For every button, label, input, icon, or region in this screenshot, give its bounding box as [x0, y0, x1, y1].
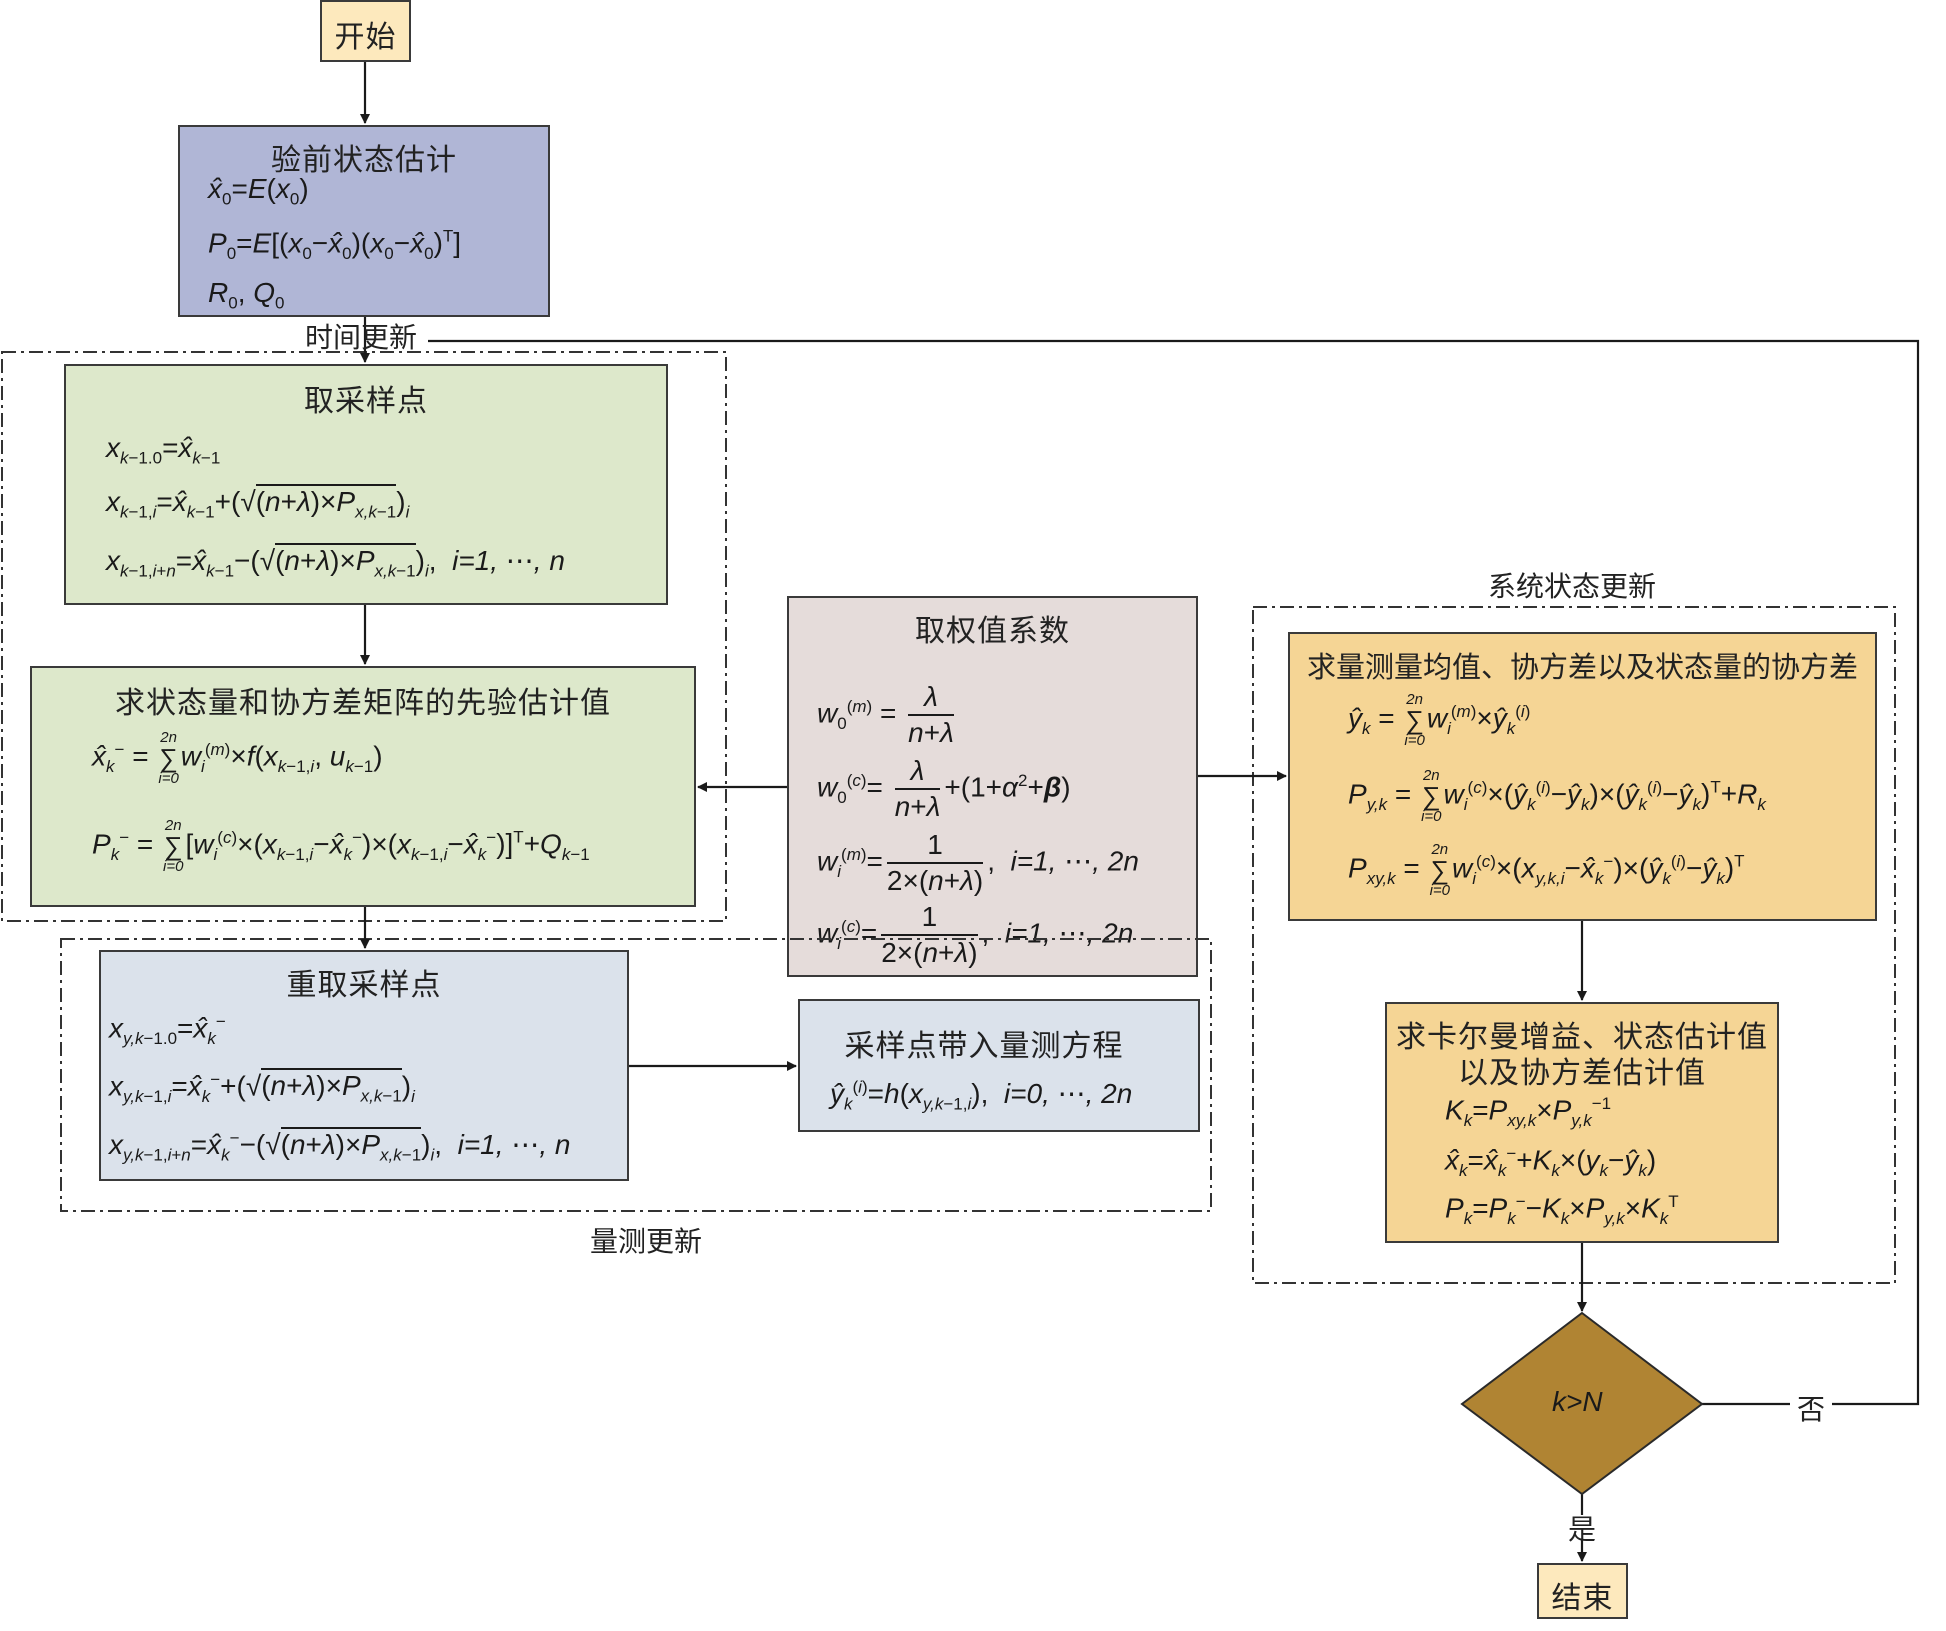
resample-range: i=1, ⋯, n [457, 1129, 571, 1160]
end-node: 结束 [1537, 1563, 1628, 1619]
prior-estimate-box: 验前状态估计 x̂0=E(x0) P0=E[(x0−x̂0)(x0−x̂0)T]… [178, 125, 550, 317]
prior-state-covariance-title: 求状态量和协方差矩阵的先验估计值 [115, 686, 611, 721]
formula-p0: P0=E[(x0−x̂0)(x0−x̂0)T] [208, 227, 462, 263]
wi-m-range: i=1, ⋯, 2n [1010, 845, 1139, 877]
yes-branch-label: 是 [1568, 1513, 1597, 1546]
sampling-points-title: 取采样点 [304, 384, 428, 419]
end-label: 结束 [1551, 1581, 1614, 1616]
formula-kalman-gain: Kk=Pxy,k×Py,k−1 [1445, 1094, 1612, 1130]
resample-title: 重取采样点 [286, 968, 442, 1003]
measurement-equation-box: 采样点带入量测方程 ŷk(i)=h(xy,k−1,i), i=0, ⋯, 2n [798, 999, 1200, 1132]
formula-sigma-i: xk−1,i=x̂k−1+(√(n+λ)×Px,k−1)i [106, 484, 410, 522]
prior-estimate-title: 验前状态估计 [271, 143, 457, 178]
formula-measurement: ŷk(i)=h(xy,k−1,i), i=0, ⋯, 2n [830, 1077, 1133, 1114]
wi-c-range: i=1, ⋯, 2n [1004, 917, 1134, 949]
kalman-title-line2: 以及协方差估计值 [1458, 1056, 1706, 1091]
formula-resample-0: xy,k−1.0=x̂k− [109, 1012, 226, 1048]
measurement-range: i=0, ⋯, 2n [1003, 1078, 1133, 1109]
formula-resample-i-plus-n: xy,k−1,i+n=x̂k−−(√(n+λ)×Px,k−1)i, i=1, ⋯… [109, 1127, 571, 1165]
measurement-update-label: 量测更新 [590, 1225, 703, 1258]
formula-r0-q0: R0, Q0 [208, 277, 285, 313]
start-node: 开始 [320, 0, 411, 62]
formula-covariance-update: Pk=Pk−−Kk×Py,k×KkT [1445, 1192, 1679, 1228]
formula-x0: x̂0=E(x0) [208, 173, 309, 209]
formula-sigma-0: xk−1.0=x̂k−1 [106, 432, 221, 468]
start-label: 开始 [334, 20, 397, 55]
no-branch-label: 否 [1797, 1393, 1826, 1426]
time-update-label: 时间更新 [305, 321, 418, 354]
kalman-gain-box: 求卡尔曼增益、状态估计值 以及协方差估计值 Kk=Pxy,k×Py,k−1 x̂… [1385, 1002, 1779, 1243]
weights-title: 取权值系数 [915, 614, 1070, 649]
formula-resample-i: xy,k−1,i=x̂k−+(√(n+λ)×Px,k−1)i [109, 1068, 415, 1106]
formula-pk-prior: Pk− = 2n∑i=0[wi(c)×(xk−1,i−x̂k−)×(xk−1,i… [92, 817, 590, 875]
measurement-statistics-title: 求量测量均值、协方差以及状态量的协方差 [1306, 650, 1858, 684]
sampling-range: i=1, ⋯, n [452, 545, 565, 576]
sampling-points-box: 取采样点 xk−1.0=x̂k−1 xk−1,i=x̂k−1+(√(n+λ)×P… [64, 364, 668, 605]
resample-box: 重取采样点 xy,k−1.0=x̂k− xy,k−1,i=x̂k−+(√(n+λ… [99, 950, 629, 1181]
formula-state-update: x̂k=x̂k−+Kk×(yk−ŷk) [1445, 1144, 1657, 1180]
formula-sigma-i-plus-n: xk−1,i+n=x̂k−1−(√(n+λ)×Px,k−1)i, i=1, ⋯,… [106, 543, 565, 581]
measurement-equation-title: 采样点带入量测方程 [844, 1029, 1124, 1064]
system-update-label: 系统状态更新 [1488, 570, 1657, 603]
decision-label: k>N [1552, 1386, 1603, 1417]
